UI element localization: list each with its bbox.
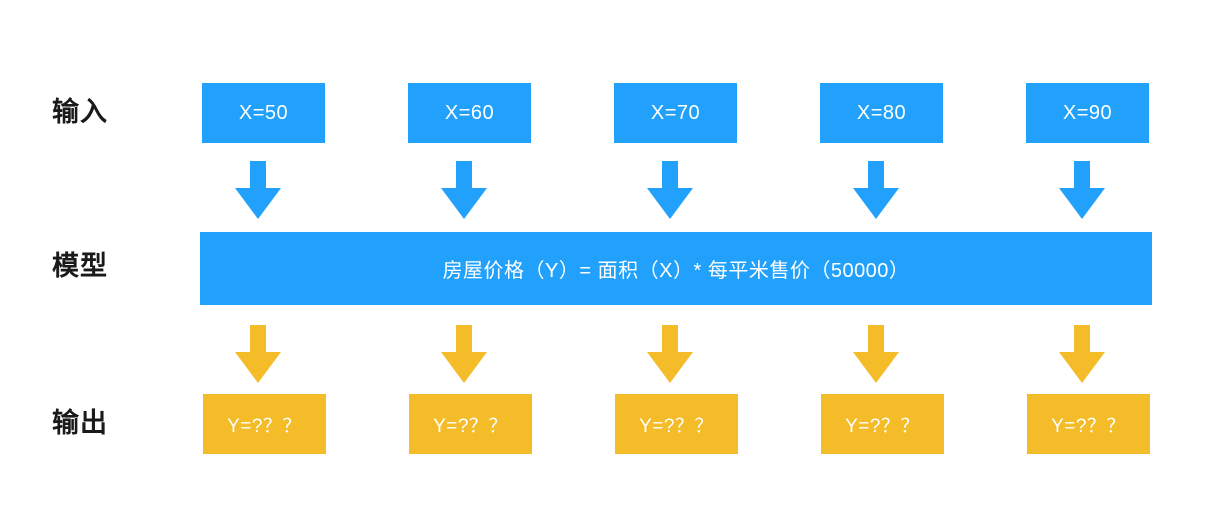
arrow-down-icon [853,325,899,383]
model-formula-text: 房屋价格（Y）= 面积（X）* 每平米售价（50000） [442,260,910,282]
row-label-input: 输入 [52,97,108,127]
row-label-output: 输出 [52,408,108,438]
arrow-down-icon [441,161,487,219]
input-box: X=80 [820,83,943,143]
arrow-down-icon [1059,161,1105,219]
arrow-down-icon [647,325,693,383]
output-box: Y=?？？ [615,394,738,454]
input-box: X=70 [614,83,737,143]
arrow-down-icon [1059,325,1105,383]
arrow-down-icon [853,161,899,219]
input-box: X=50 [202,83,325,143]
output-box: Y=?？？ [203,394,326,454]
arrow-down-icon [235,325,281,383]
model-formula-bar: 房屋价格（Y）= 面积（X）* 每平米售价（50000） [200,232,1152,305]
arrow-down-icon [441,325,487,383]
arrow-down-icon [647,161,693,219]
output-box: Y=?？？ [1027,394,1150,454]
input-box: X=60 [408,83,531,143]
arrow-down-icon [235,161,281,219]
output-box: Y=?？？ [821,394,944,454]
output-box: Y=?？？ [409,394,532,454]
row-label-model: 模型 [52,251,108,281]
input-box: X=90 [1026,83,1149,143]
